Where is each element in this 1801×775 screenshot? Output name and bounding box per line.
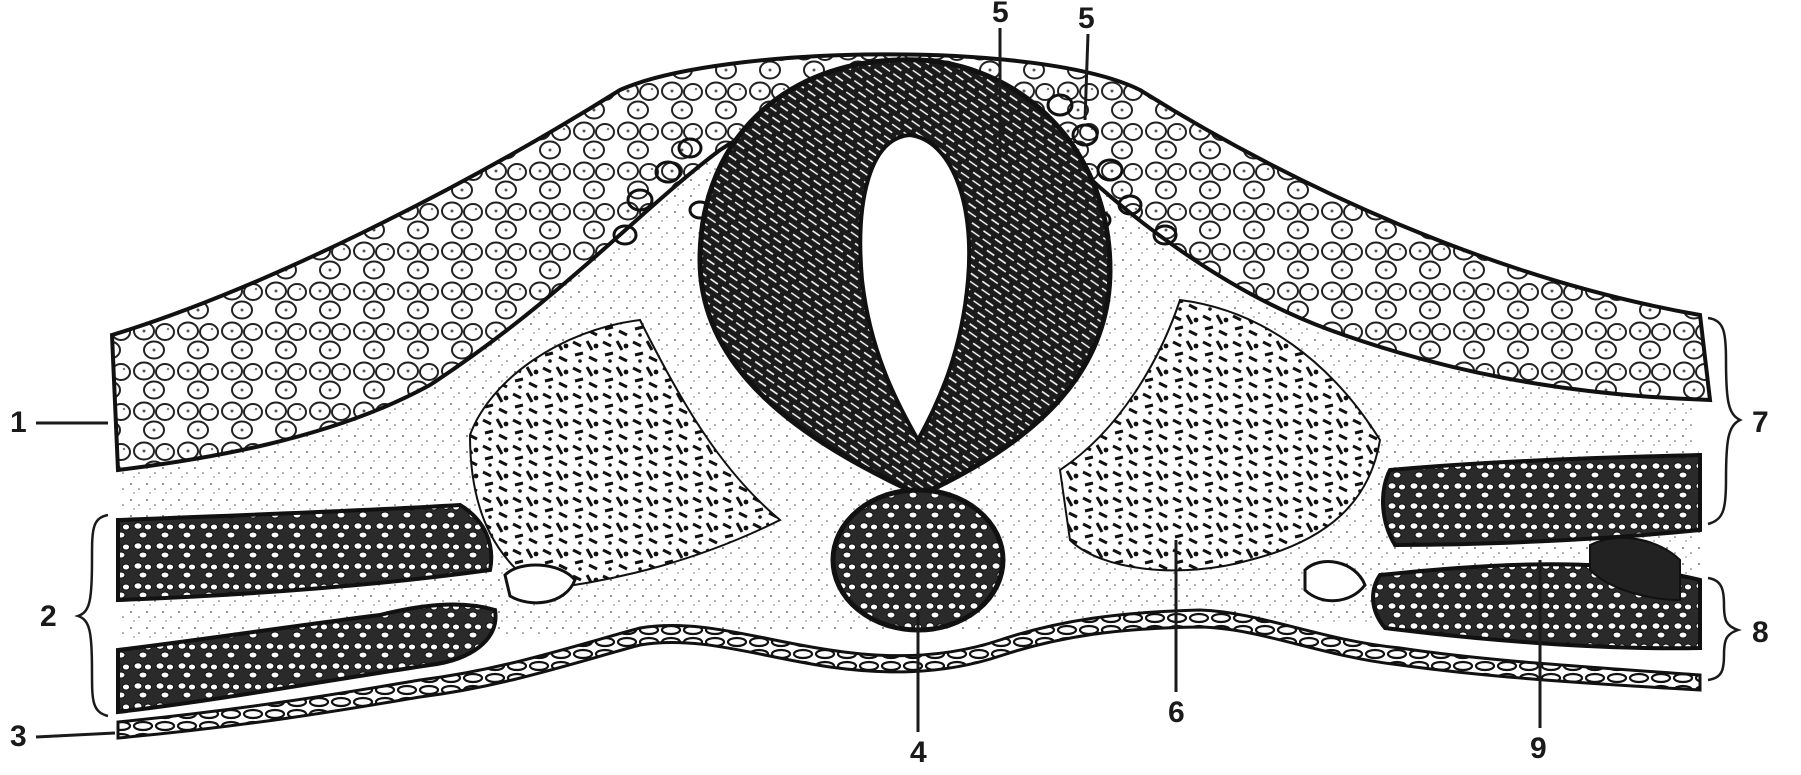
label-5: 5	[992, 0, 1009, 29]
right-lateral-upper-layer	[1383, 455, 1700, 545]
label-7: 7	[1752, 406, 1769, 439]
notochord	[833, 490, 1003, 630]
label-3: 3	[10, 720, 27, 753]
label-6: 6	[1168, 696, 1185, 729]
label-9: 9	[1530, 732, 1547, 765]
label-2: 2	[40, 600, 57, 633]
label-5-second: 5	[1078, 2, 1095, 35]
label-8: 8	[1752, 616, 1769, 649]
label-1: 1	[10, 406, 27, 439]
label-4: 4	[910, 736, 927, 769]
